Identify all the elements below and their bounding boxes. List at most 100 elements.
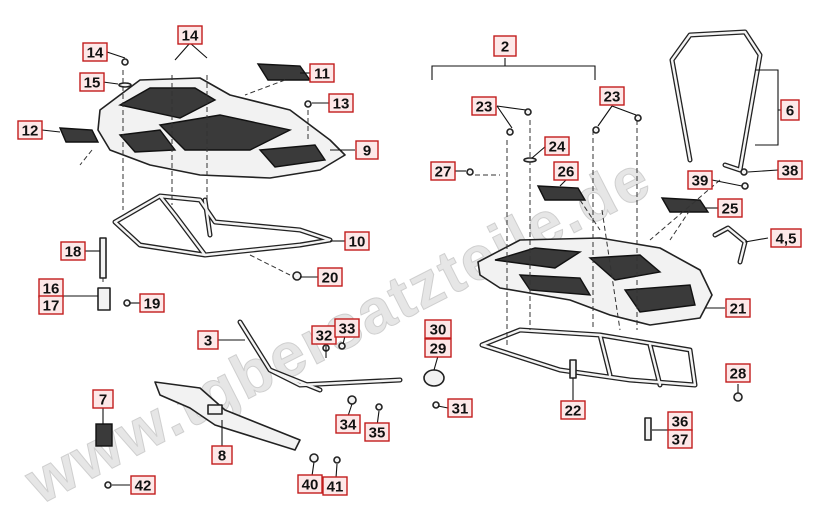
callout-number-34: 34 (340, 417, 357, 434)
callout-30: 30 (424, 319, 452, 339)
backrest-part (669, 29, 763, 173)
rear-rack-frame-inner (480, 328, 697, 387)
callout-box-38 (777, 160, 803, 180)
callout-number-42: 42 (135, 478, 152, 495)
callout-19: 19 (139, 293, 165, 313)
callout-20: 20 (317, 267, 343, 287)
rear-rack-assembly (431, 29, 763, 441)
callout-number-24: 24 (549, 139, 566, 156)
callout-34: 34 (335, 414, 361, 434)
callout-number-23b: 23 (604, 89, 621, 106)
leader-26 (559, 179, 567, 187)
callout-box-42 (130, 475, 156, 495)
callout-6: 6 (780, 99, 800, 121)
callout-box-35 (364, 422, 390, 442)
bolt-23b-part (524, 108, 532, 116)
leader-14b (174, 42, 208, 61)
rear-pad-right-part (660, 197, 710, 213)
callout-box-20 (317, 267, 343, 287)
leader-31 (437, 405, 449, 409)
leader-34 (347, 403, 353, 417)
callout-number-29: 29 (430, 341, 447, 358)
step-plate-part (154, 381, 301, 451)
leader-12 (41, 129, 61, 133)
bolt-22-part (569, 359, 577, 379)
callout-37: 37 (667, 429, 693, 449)
callout-29: 29 (424, 338, 452, 358)
callout-number-33: 33 (339, 321, 356, 338)
callout-number-15: 15 (84, 75, 101, 92)
callout-box-19 (139, 293, 165, 313)
leader-14a (106, 51, 126, 59)
callout-box-33 (334, 318, 360, 338)
callout-number-27: 27 (435, 164, 452, 181)
callout-22: 22 (560, 400, 586, 420)
callout-10: 10 (344, 231, 370, 251)
callout-box-23b (599, 86, 625, 106)
bolt-38-part (740, 168, 748, 176)
callout-45: 4,5 (770, 228, 802, 248)
screw-42-part (104, 481, 112, 489)
callout-box-17 (38, 295, 64, 315)
callout-8: 8 (211, 445, 233, 465)
bolt-14-part (121, 58, 129, 66)
callout-2: 2 (493, 35, 517, 57)
callout-number-38: 38 (782, 163, 799, 180)
callout-number-20: 20 (322, 270, 339, 287)
leader-38 (747, 169, 779, 173)
callout-33: 33 (334, 318, 360, 338)
callout-box-3 (197, 330, 219, 350)
rear-rack-part (477, 237, 713, 326)
bolt-23a-part (506, 128, 514, 136)
leader-23b (597, 105, 637, 127)
leader-39 (711, 179, 743, 187)
callout-number-8: 8 (218, 448, 226, 465)
callout-21: 21 (725, 298, 751, 318)
callout-number-7: 7 (99, 392, 107, 409)
callout-3: 3 (197, 330, 219, 350)
callout-number-23a: 23 (476, 99, 493, 116)
leader-29-30 (433, 355, 439, 371)
callout-15: 15 (79, 72, 105, 92)
leader-15 (102, 81, 119, 85)
leader-6 (755, 69, 782, 146)
callout-box-18 (60, 241, 86, 261)
callout-number-35: 35 (369, 425, 386, 442)
callout-box-37 (667, 429, 693, 449)
callout-number-26: 26 (558, 164, 575, 181)
callout-7: 7 (92, 389, 114, 409)
callout-number-39: 39 (692, 173, 709, 190)
callout-number-22: 22 (565, 403, 582, 420)
front-rack-grid (118, 87, 327, 168)
callout-24: 24 (544, 136, 570, 156)
bolt-35-part (375, 403, 383, 411)
callout-number-19: 19 (144, 296, 161, 313)
callout-number-11: 11 (314, 66, 330, 83)
callout-number-13: 13 (333, 96, 350, 113)
callout-box-27 (430, 161, 456, 181)
callout-16: 16 (38, 278, 64, 298)
bolt-23d-part (634, 114, 642, 122)
callout-number-3: 3 (204, 333, 212, 350)
callout-box-31 (447, 398, 473, 418)
callout-14a: 14 (82, 42, 108, 62)
washer-15-part (118, 82, 132, 88)
leader-40 (311, 461, 315, 477)
callout-39: 39 (687, 170, 713, 190)
callout-number-37: 37 (672, 432, 689, 449)
step-tube-inner (238, 320, 402, 392)
callout-17: 17 (38, 295, 64, 315)
callout-box-9 (355, 140, 379, 160)
rear-rack-grid (494, 247, 696, 313)
callout-box-45 (770, 228, 802, 248)
washer-24-part (523, 157, 537, 163)
callout-number-17: 17 (43, 298, 60, 315)
backrest-inner (670, 30, 762, 172)
callout-box-14b (177, 25, 203, 45)
callout-31: 31 (447, 398, 473, 418)
handle-inner (713, 226, 747, 264)
callout-box-7 (92, 389, 114, 409)
